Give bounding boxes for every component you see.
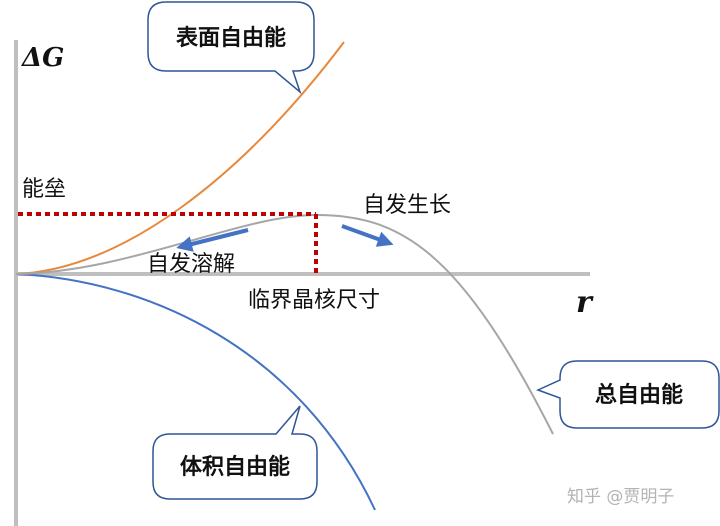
volume-energy-curve [15, 273, 376, 511]
growth-arrow [341, 224, 394, 247]
x-axis-title: r [576, 285, 594, 320]
watermark-text: 知乎 @贾明子 [567, 487, 674, 507]
volume-energy-callout-text: 体积自由能 [180, 454, 290, 480]
critical-nucleus-size-label: 临界晶核尺寸 [248, 288, 380, 313]
volume-energy-callout: 体积自由能 [152, 405, 318, 500]
dissolution-arrow [176, 228, 249, 252]
surface-energy-curve [15, 41, 345, 275]
total-energy-callout-text: 总自由能 [595, 382, 683, 408]
spontaneous-growth-label: 自发生长 [363, 193, 451, 218]
energy-barrier-label: 能垒 [22, 177, 66, 202]
total-energy-callout: 总自由能 [536, 360, 720, 429]
surface-energy-callout-text: 表面自由能 [176, 25, 286, 51]
surface-energy-callout: 表面自由能 [147, 1, 315, 95]
y-axis-title: ΔG [20, 43, 64, 73]
spontaneous-dissolution-label: 自发溶解 [147, 252, 235, 277]
total-energy-curve [15, 213, 554, 435]
